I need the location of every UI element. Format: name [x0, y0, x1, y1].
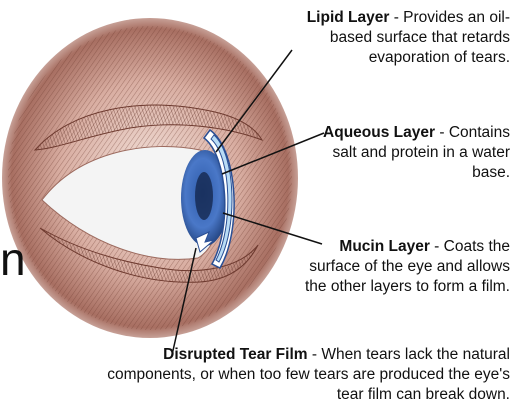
label-mucin-sep: - [430, 238, 444, 255]
label-disrupted-sep: - [308, 346, 322, 363]
label-mucin-title: Mucin Layer [339, 238, 429, 255]
cropped-text-fragment: n [0, 230, 26, 288]
label-disrupted-tear-film: Disrupted Tear Film - When tears lack th… [80, 345, 510, 405]
label-aqueous-layer: Aqueous Layer - Contains salt and protei… [310, 123, 510, 183]
label-lipid-layer: Lipid Layer - Provides an oil-based surf… [270, 8, 510, 68]
label-lipid-sep: - [389, 9, 403, 26]
label-lipid-title: Lipid Layer [307, 9, 390, 26]
pupil [195, 172, 213, 220]
label-aqueous-sep: - [435, 124, 449, 141]
label-mucin-layer: Mucin Layer - Coats the surface of the e… [295, 237, 510, 297]
label-aqueous-title: Aqueous Layer [323, 124, 435, 141]
label-disrupted-title: Disrupted Tear Film [163, 346, 307, 363]
